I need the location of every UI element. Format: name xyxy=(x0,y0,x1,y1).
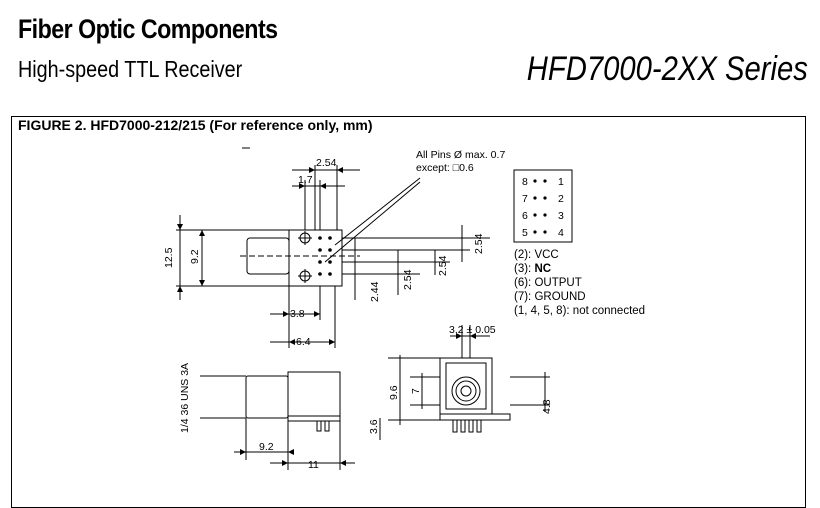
dim-label: 9.2 xyxy=(259,441,274,453)
pin-label: 2 xyxy=(558,193,564,205)
pin-label: 1 xyxy=(558,176,564,188)
pin-legend-item: (1, 4, 5, 8): not connected xyxy=(514,305,646,317)
dim-label: 9.6 xyxy=(388,385,400,400)
page-subtitle: High-speed TTL Receiver xyxy=(18,56,243,82)
pin-label: 7 xyxy=(522,193,528,205)
lens-outer-ring xyxy=(451,376,481,406)
dim-label: 2.54 xyxy=(437,255,449,276)
series-name: HFD7000-2XX Series xyxy=(526,50,808,88)
pin-legend-item: (6): OUTPUT xyxy=(514,277,582,289)
dim-label: 11 xyxy=(308,459,319,471)
dim-label: 4.8 xyxy=(541,399,553,414)
body-end xyxy=(439,357,493,415)
page-title: Fiber Optic Components xyxy=(18,14,278,44)
pin-label: 5 xyxy=(522,227,528,239)
dim-label: 6.4 xyxy=(296,336,311,348)
lens-barrel-side xyxy=(245,375,289,419)
dim-label: 2.54 xyxy=(316,157,337,169)
pin-legend-item: (7): GROUND xyxy=(514,291,586,303)
mechanical-drawing: 8 1 7 2 6 3 5 4 All Pins Ø max. 0.7 exce… xyxy=(163,147,573,471)
pins-note-line2: except: □0.6 xyxy=(416,162,474,174)
figure-caption: FIGURE 2. HFD7000-212/215 (For reference… xyxy=(18,117,373,133)
dim-label: 2.54 xyxy=(473,233,485,254)
body-side xyxy=(287,371,341,417)
pin-dots-top xyxy=(318,236,332,276)
dim-label: 7 xyxy=(410,388,422,394)
pin-label: 4 xyxy=(558,227,564,239)
dim-label: 9.2 xyxy=(189,249,201,264)
dim-label: 3.6 xyxy=(368,419,380,434)
body-top xyxy=(288,229,343,287)
dim-label: 1/4 36 UNS 3A xyxy=(179,363,191,433)
pin-label: 6 xyxy=(522,210,528,222)
dim-label: 2.54 xyxy=(402,269,414,290)
pin-label: 3 xyxy=(558,210,564,222)
dim-label: 12.5 xyxy=(163,247,175,268)
dim-label: 3.2 ± 0.05 xyxy=(449,324,496,336)
pin-legend-item: (3): NC xyxy=(514,263,552,275)
pin-grid: 8 1 7 2 6 3 5 4 xyxy=(522,176,564,239)
pins-note-line1: All Pins Ø max. 0.7 xyxy=(416,149,505,161)
pin-legend-item: (2): VCC xyxy=(514,249,559,261)
pin-label: 8 xyxy=(522,176,528,188)
pin-grid-box xyxy=(513,169,573,243)
dim-label: 3.8 xyxy=(290,308,305,320)
dim-label: 1.7 xyxy=(298,174,313,186)
dim-label: 2.44 xyxy=(369,281,381,302)
